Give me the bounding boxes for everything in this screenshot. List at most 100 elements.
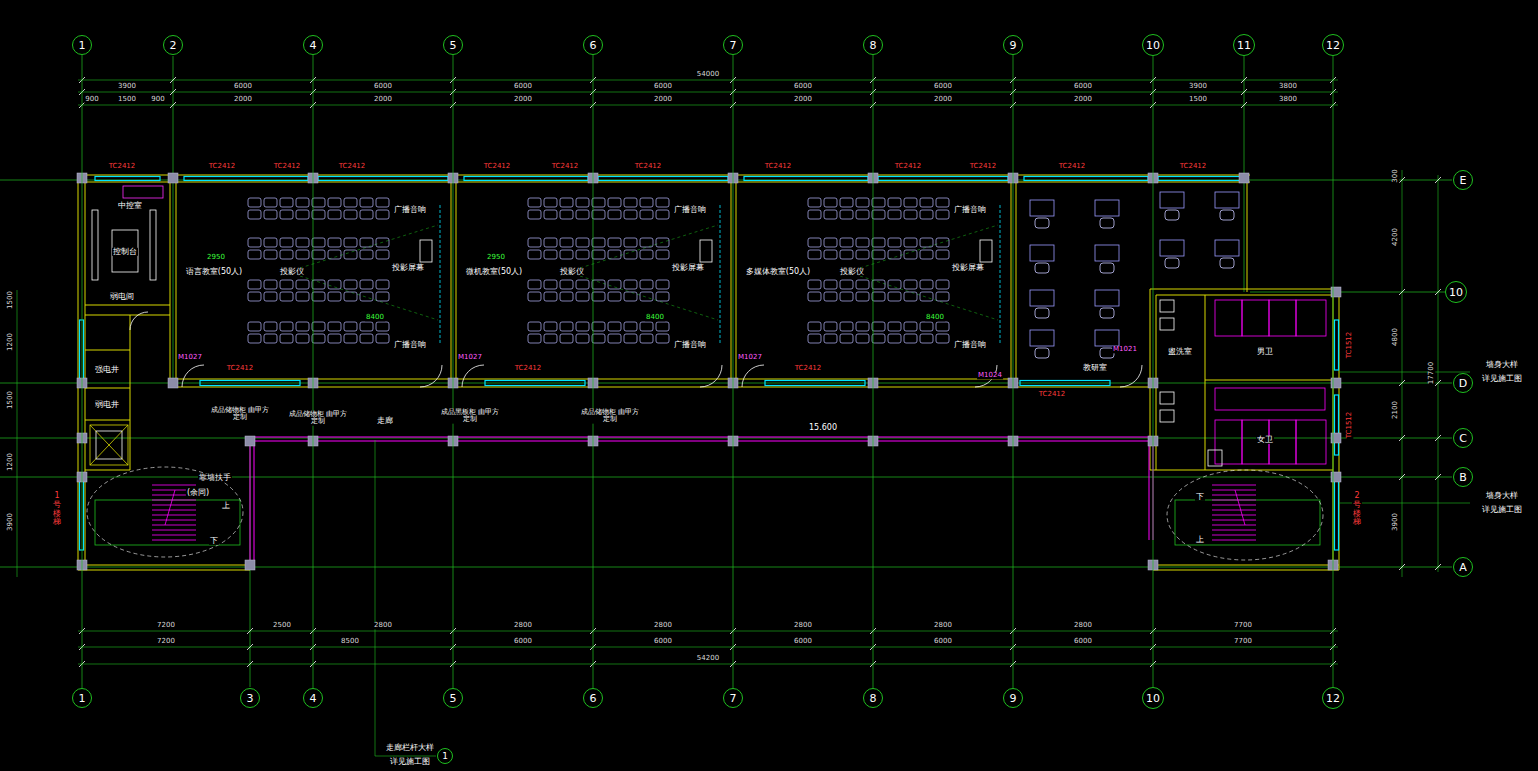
office-desk (1160, 240, 1184, 256)
axis-bubble: 5 (443, 35, 463, 55)
dimension-text: 2000 (933, 96, 953, 103)
student-desk (920, 198, 933, 207)
stair-tread (152, 485, 1256, 540)
dimension-tick (170, 89, 176, 95)
student-desk (344, 334, 357, 343)
office-desk (1165, 258, 1179, 268)
structural-column (168, 173, 178, 183)
student-desk (576, 210, 589, 219)
dimension-text: 6000 (1073, 638, 1093, 645)
dimension-text: 2800 (793, 622, 813, 629)
dimension-text: 2000 (653, 96, 673, 103)
door (130, 312, 1142, 387)
dimension-tick (1435, 380, 1441, 386)
student-desk (608, 292, 621, 301)
student-desk (936, 334, 949, 343)
dimension-text: 1200 (7, 452, 14, 472)
student-desk (872, 198, 885, 207)
structural-column (245, 436, 255, 446)
room-label: 广播音响 (393, 206, 427, 214)
dimension-text: 3900 (117, 83, 137, 90)
wall (85, 182, 86, 565)
dimension-text: 6000 (653, 83, 673, 90)
axis-number: 3 (247, 693, 254, 704)
dimension-line (1402, 170, 1403, 577)
lectern (420, 205, 1000, 345)
student-desk (840, 322, 853, 331)
student-desk (656, 280, 669, 289)
wall (85, 420, 130, 421)
student-desk (312, 280, 325, 289)
wall (1150, 470, 1333, 471)
student-desk (656, 250, 669, 259)
student-desk (544, 280, 557, 289)
callout-bubble: 1 (437, 748, 453, 764)
dimension-text: 6000 (653, 638, 673, 645)
student-desk (248, 322, 261, 331)
wall (78, 182, 1250, 183)
office-desk (1030, 330, 1054, 346)
axis-bubble: A (1453, 557, 1473, 577)
student-desk (528, 238, 541, 247)
student-desk (328, 334, 341, 343)
student-desk (656, 238, 669, 247)
window (765, 381, 865, 386)
stair-tread (152, 515, 196, 516)
student-desk (888, 198, 901, 207)
axis-bubble: 12 (1322, 687, 1344, 709)
student-desk (920, 250, 933, 259)
student-desk (544, 210, 557, 219)
wall (85, 350, 130, 351)
student-desk (544, 292, 557, 301)
structural-column (1331, 378, 1341, 388)
student-desk (640, 292, 653, 301)
dimension-text: 1500 (7, 390, 14, 410)
wall (130, 315, 131, 470)
axis-grid-line (82, 55, 83, 688)
note-text: 成品储物柜 由甲方定制 (208, 407, 272, 422)
axis-number: 10 (1146, 693, 1160, 704)
toilet-fixture (1160, 300, 1326, 466)
door (1120, 365, 1142, 387)
room-label: 投影仪 (839, 268, 865, 276)
student-desk (264, 250, 277, 259)
student-desk (344, 322, 357, 331)
student-desk (808, 198, 821, 207)
office-desk (1095, 200, 1119, 216)
dimension-text: 6000 (233, 83, 253, 90)
student-desk (264, 322, 277, 331)
axis-number: 4 (310, 693, 317, 704)
toilet-fixture (1296, 420, 1326, 464)
axis-number: 2 (170, 40, 177, 51)
window (1024, 177, 1148, 181)
student-desk (312, 334, 325, 343)
stair-tread (1212, 530, 1256, 531)
stair (95, 500, 240, 545)
dimension-text: 900 (150, 96, 165, 103)
wall (451, 182, 452, 387)
lectern (720, 205, 721, 345)
student-desk (264, 210, 277, 219)
window (80, 480, 84, 550)
office-desk (1160, 240, 1184, 268)
callout-text: 详见施工图 (1481, 375, 1523, 383)
dimension-tick (247, 661, 253, 667)
student-desk (872, 238, 885, 247)
student-desk (248, 334, 261, 343)
dimension-text: 900 (84, 96, 99, 103)
axis-grid-line (1333, 56, 1334, 687)
student-desk (840, 198, 853, 207)
student-desk (840, 210, 853, 219)
student-desk (808, 292, 821, 301)
axis-number: 8 (870, 693, 877, 704)
room-label: 女卫 (1256, 436, 1274, 444)
room-label: 下 (1195, 493, 1205, 501)
window (878, 177, 1008, 181)
room-label: 广播音响 (393, 341, 427, 349)
control-desk (92, 210, 98, 280)
student-desk (640, 280, 653, 289)
window-tag: TC2412 (634, 163, 663, 170)
office-desk (1220, 210, 1234, 220)
window-tag: TC2412 (208, 163, 237, 170)
projection-line (300, 225, 998, 320)
